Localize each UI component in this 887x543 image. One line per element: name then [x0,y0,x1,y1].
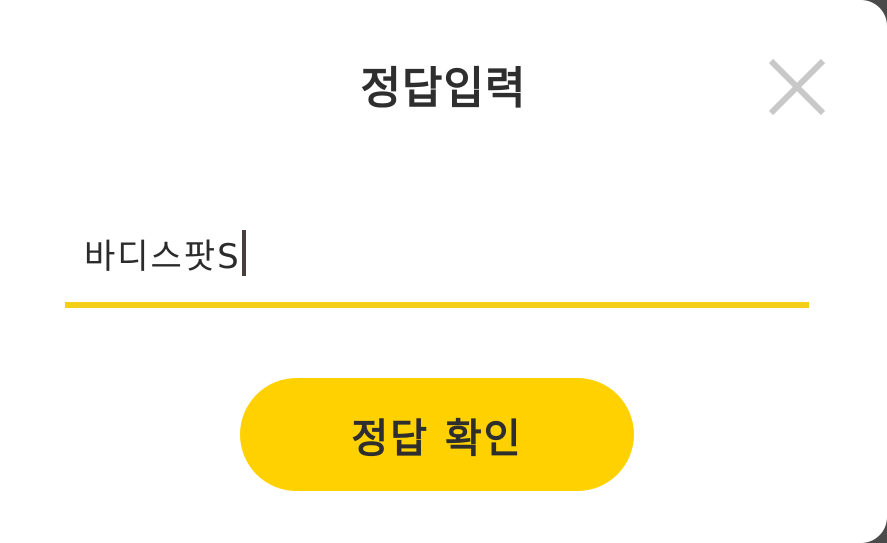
text-caret [241,230,246,276]
close-button[interactable] [766,56,828,118]
answer-input[interactable]: 바디스팟S [65,210,809,296]
answer-input-value: 바디스팟S [84,236,241,277]
confirm-answer-button[interactable]: 정답 확인 [240,378,634,491]
dialog-title: 정답입력 [360,63,527,114]
input-underline [65,302,809,308]
answer-field[interactable]: 바디스팟S [65,210,809,310]
close-icon [768,58,826,116]
